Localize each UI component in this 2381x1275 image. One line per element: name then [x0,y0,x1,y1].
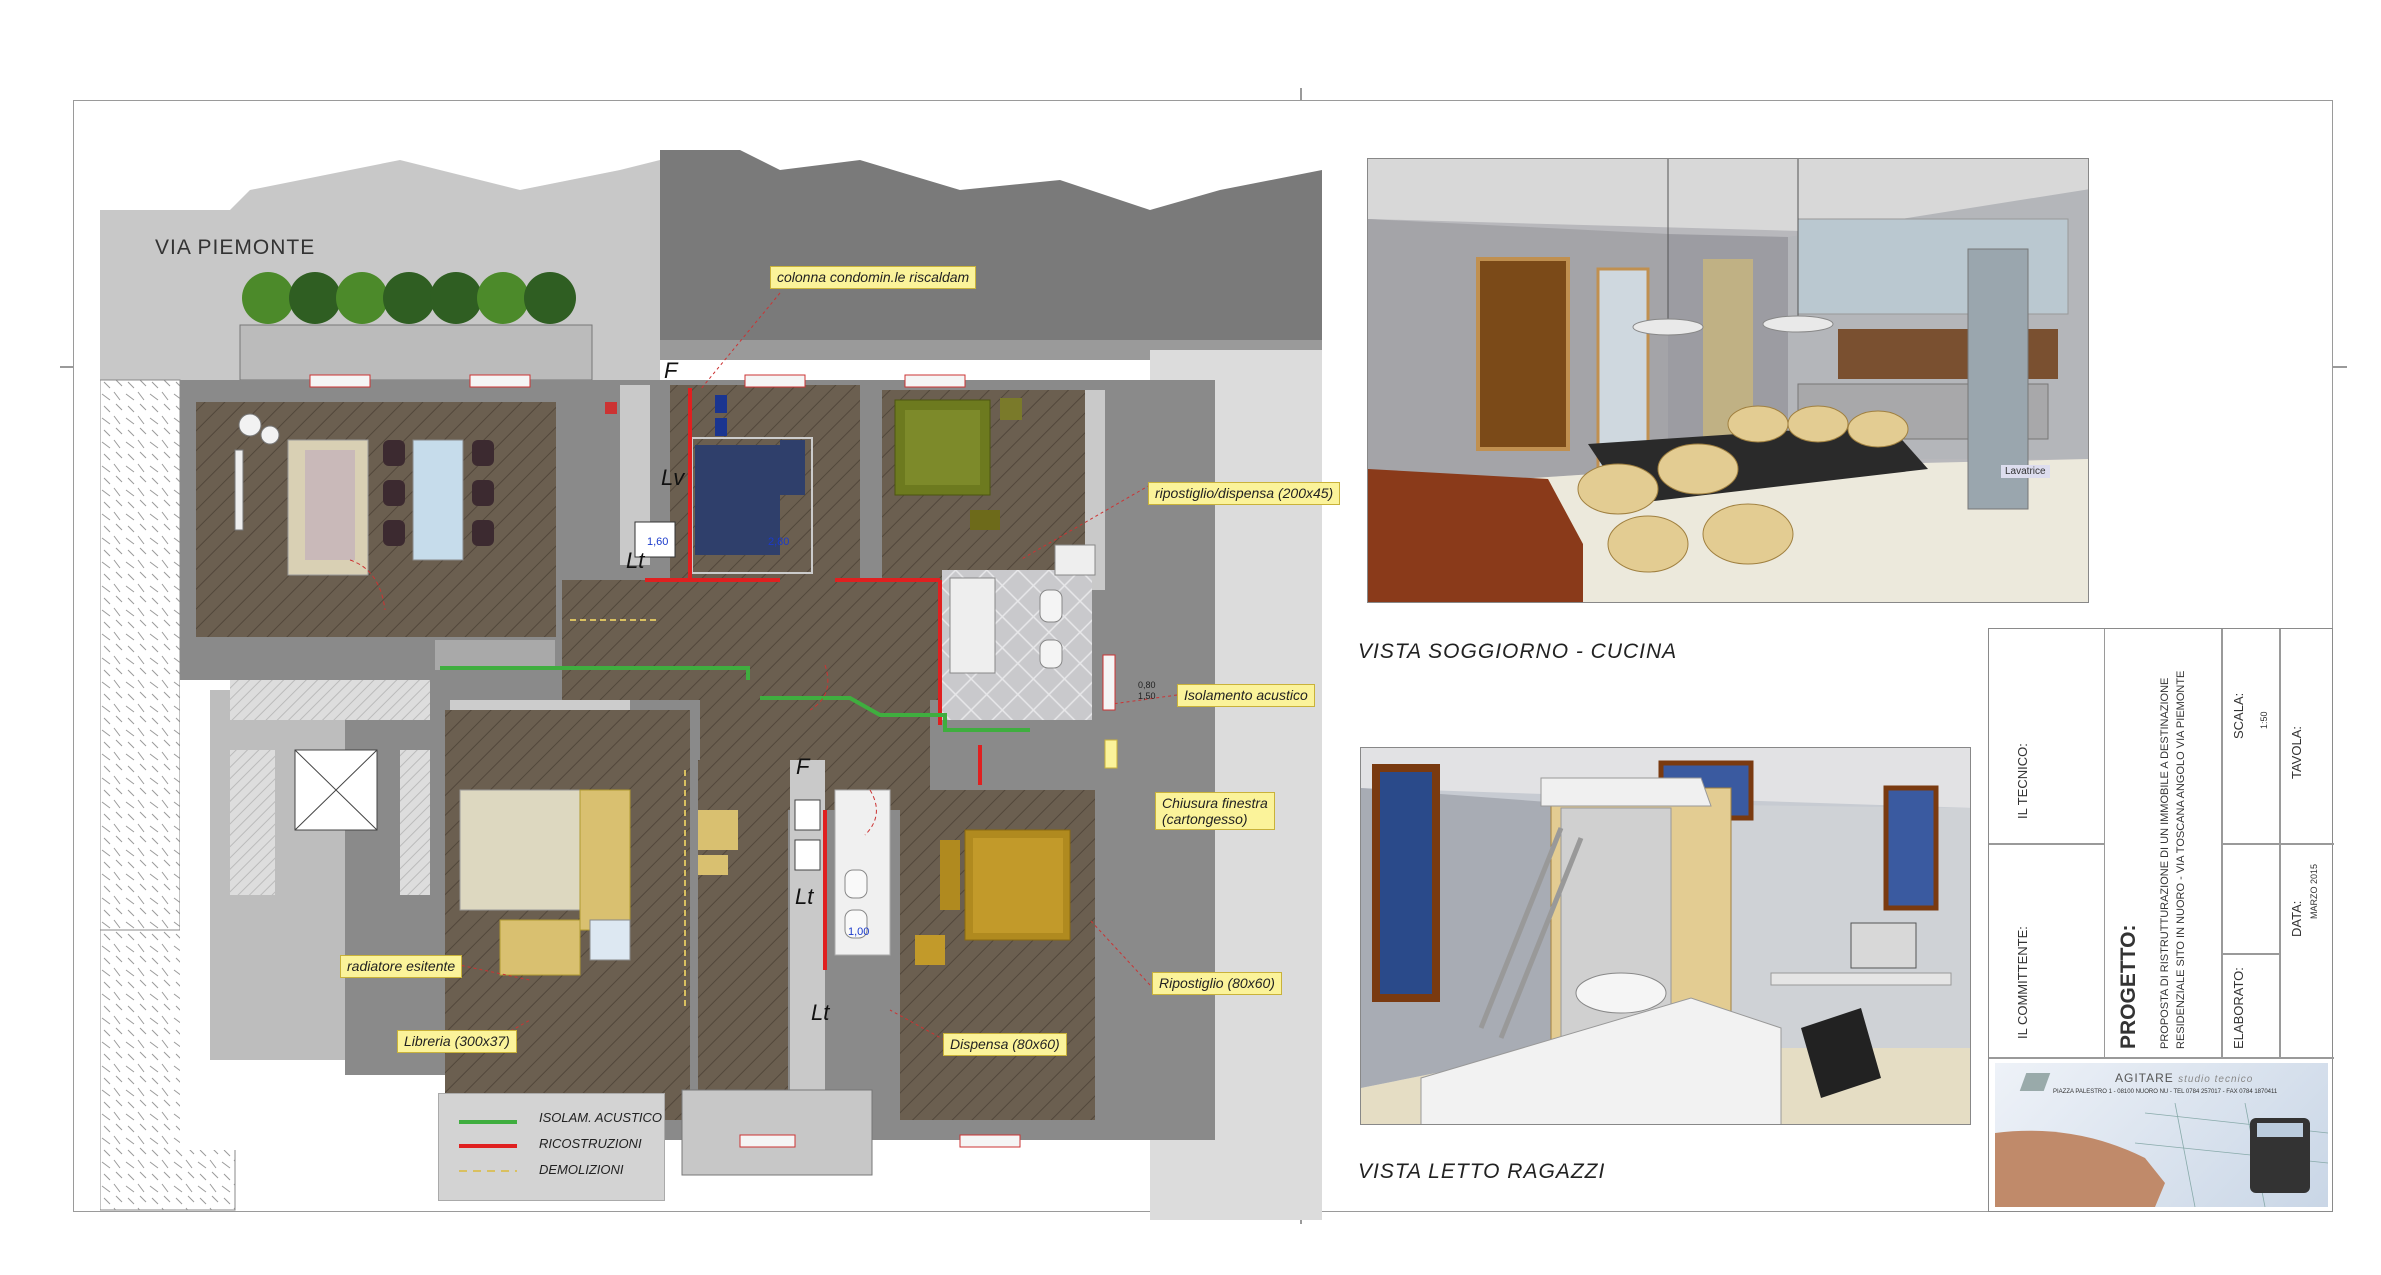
dim-2-80: 2,80 [768,536,790,548]
tb-progetto-label: PROGETTO: [2117,924,2140,1049]
living-room [196,402,556,637]
studio-address: PIAZZA PALESTRO 1 - 08100 NUORO NU - TEL… [2053,1089,2278,1095]
room-label-lv: Lv [661,465,685,490]
note-ripostiglio: Ripostiglio (80x60) [1152,972,1282,995]
room-label-f2: F [796,754,810,779]
studio-name-text: AGITARE [2115,1071,2174,1085]
studio-sub: studio tecnico [2178,1074,2254,1085]
legend-label-isolam: ISOLAM. ACUSTICO [539,1110,663,1125]
floor-plan [100,150,1322,1220]
frame-tick [1300,88,1302,100]
note-libreria: Libreria (300x37) [397,1030,517,1053]
note-chiusura-line2: (cartongesso) [1162,811,1248,827]
hedge-trees [242,272,576,324]
note-colonna: colonna condomin.le riscaldam [770,266,977,289]
note-ripostiglio-dispensa: ripostiglio/dispensa (200x45) [1148,482,1341,505]
acoustic-insulation [440,666,1030,732]
kids-bedroom [445,710,690,1120]
caption-letto: VISTA LETTO RAGAZZI [1358,1160,1606,1183]
render-letto-ragazzi [1360,747,1971,1125]
frame-tick [2333,366,2347,368]
note-isolamento: Isolamento acustico [1177,684,1315,707]
note-chiusura-line1: Chiusura finestra [1162,795,1268,811]
studio-box: AGITARE studio tecnico PIAZZA PALESTRO 1… [1995,1063,2328,1207]
building-shadow [660,150,1322,340]
tb-scala-label: SCALA: [2231,692,2246,739]
reconstruction-walls [645,388,982,970]
terrain-left [100,379,181,931]
frame-tick [60,366,74,368]
tb-scala: 1:50 [2259,711,2269,729]
room-label-lt1: Lt [626,548,645,573]
title-block: IL TECNICO: IL COMMITTENTE: PROGETTO: PR… [1988,628,2334,1212]
room-label-lt3: Lt [811,1000,830,1025]
legend-label-ricostruzioni: RICOSTRUZIONI [539,1136,642,1151]
tb-elaborato: ELABORATO: [2231,967,2246,1049]
dim-1-60: 1,60 [647,536,669,548]
note-dispensa: Dispensa (80x60) [943,1033,1067,1056]
tb-progetto-line1: PROPOSTA DI RISTRUTTURAZIONE DI UN IMMOB… [2159,677,2171,1049]
legend-swatch-demolizioni [459,1170,517,1172]
note-radiatore: radiatore esitente [340,955,463,978]
legend-swatch-ricostruzioni [459,1144,517,1148]
dim-1-00: 1,00 [848,926,870,938]
tb-data: MARZO 2015 [2309,863,2319,919]
tb-committente: IL COMMITTENTE: [2015,926,2030,1039]
room-label-lt2: Lt [795,884,814,909]
dim-side: 0,80 1,50 [1138,680,1156,701]
label-lavatrice: Lavatrice [2001,465,2050,478]
street-label: VIA PIEMONTE [155,236,316,259]
demolition-lines [570,619,686,1010]
note-chiusura: Chiusura finestra (cartongesso) [1155,792,1275,830]
legend-label-demolizioni: DEMOLIZIONI [539,1162,624,1177]
tb-tecnico: IL TECNICO: [2015,743,2030,819]
studio-logo-icon [2019,1073,2051,1091]
legend-swatch-isolam [459,1120,517,1124]
studio-name: AGITARE studio tecnico [2115,1071,2253,1085]
tb-progetto-line2: RESIDENZIALE SITO IN NUORO - VIA TOSCANA… [2175,670,2187,1049]
balcony [681,1089,873,1176]
kitchen-island [695,445,780,555]
render-soggiorno-cucina: Lavatrice [1367,158,2089,603]
studio-photo [1995,1103,2328,1207]
caption-soggiorno: VISTA SOGGIORNO - CUCINA [1358,640,1678,663]
planter [239,324,593,381]
room-label-f1: F [664,358,678,383]
tb-tavola-label: TAVOLA: [2289,726,2304,779]
tb-data-label: DATA: [2289,900,2304,937]
legend: ISOLAM. ACUSTICO RICOSTRUZIONI DEMOLIZIO… [438,1093,665,1201]
